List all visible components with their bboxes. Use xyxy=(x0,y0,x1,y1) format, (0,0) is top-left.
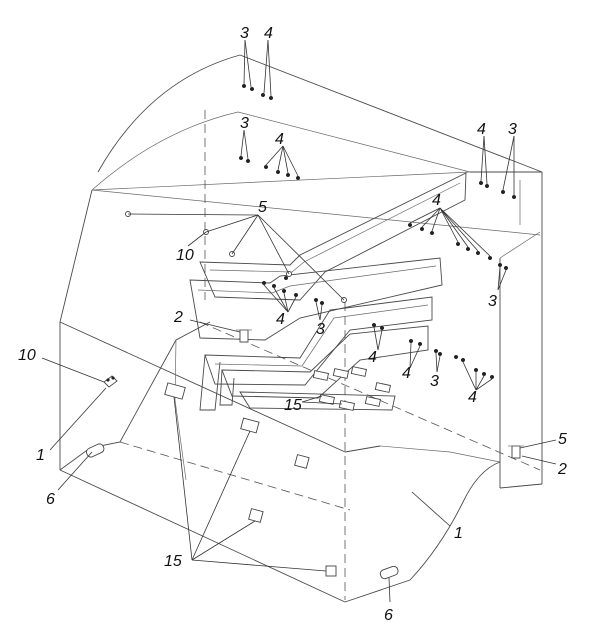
panel-pads xyxy=(164,382,337,577)
callout-4-mid-a: 4 xyxy=(368,349,377,366)
callout-1-left: 1 xyxy=(36,447,45,464)
callout-6-left: 6 xyxy=(46,491,55,508)
part-10-left xyxy=(103,375,118,388)
callout-3-center: 3 xyxy=(316,321,325,338)
callout-4-mid-b: 4 xyxy=(402,365,411,382)
callout-4-lower-right: 4 xyxy=(468,389,477,406)
pads-15 xyxy=(312,366,392,411)
callout-6-bottom: 6 xyxy=(384,607,393,624)
callout-3-top: 3 xyxy=(240,25,249,42)
leader-lines xyxy=(41,39,557,603)
callout-10-left: 10 xyxy=(18,347,36,364)
callout-4-right-top: 4 xyxy=(477,121,486,138)
callout-4-center: 4 xyxy=(276,311,285,328)
callout-3-right-mid: 3 xyxy=(488,293,497,310)
seal-strip-middle xyxy=(189,257,443,341)
clips-6 xyxy=(86,443,399,580)
seal-strip-bottom xyxy=(219,325,429,411)
callout-5-upper: 5 xyxy=(258,199,267,216)
callout-2-left: 2 xyxy=(173,309,183,326)
callout-4-upper: 4 xyxy=(275,131,284,148)
callout-4-top: 4 xyxy=(264,25,273,42)
cab-outline xyxy=(59,54,543,603)
seal-strip-lower xyxy=(199,296,433,411)
brackets xyxy=(236,329,524,459)
callout-3-right-top: 3 xyxy=(508,121,517,138)
fasteners xyxy=(125,83,517,380)
callout-1-bottom: 1 xyxy=(454,525,463,542)
callout-4-right-cluster: 4 xyxy=(432,192,441,209)
callout-5-right: 5 xyxy=(558,431,567,448)
callout-3-upper: 3 xyxy=(240,115,249,132)
callout-10-upper: 10 xyxy=(176,247,194,264)
callout-15-bottom: 15 xyxy=(164,553,182,570)
callout-15-center: 15 xyxy=(284,397,302,414)
callout-3-lower: 3 xyxy=(430,373,439,390)
seal-strip-upper xyxy=(199,172,467,301)
callout-labels: 3 4 3 4 4 3 4 5 10 3 2 4 3 10 4 4 3 4 15… xyxy=(18,25,567,624)
callout-2-right: 2 xyxy=(557,461,567,478)
